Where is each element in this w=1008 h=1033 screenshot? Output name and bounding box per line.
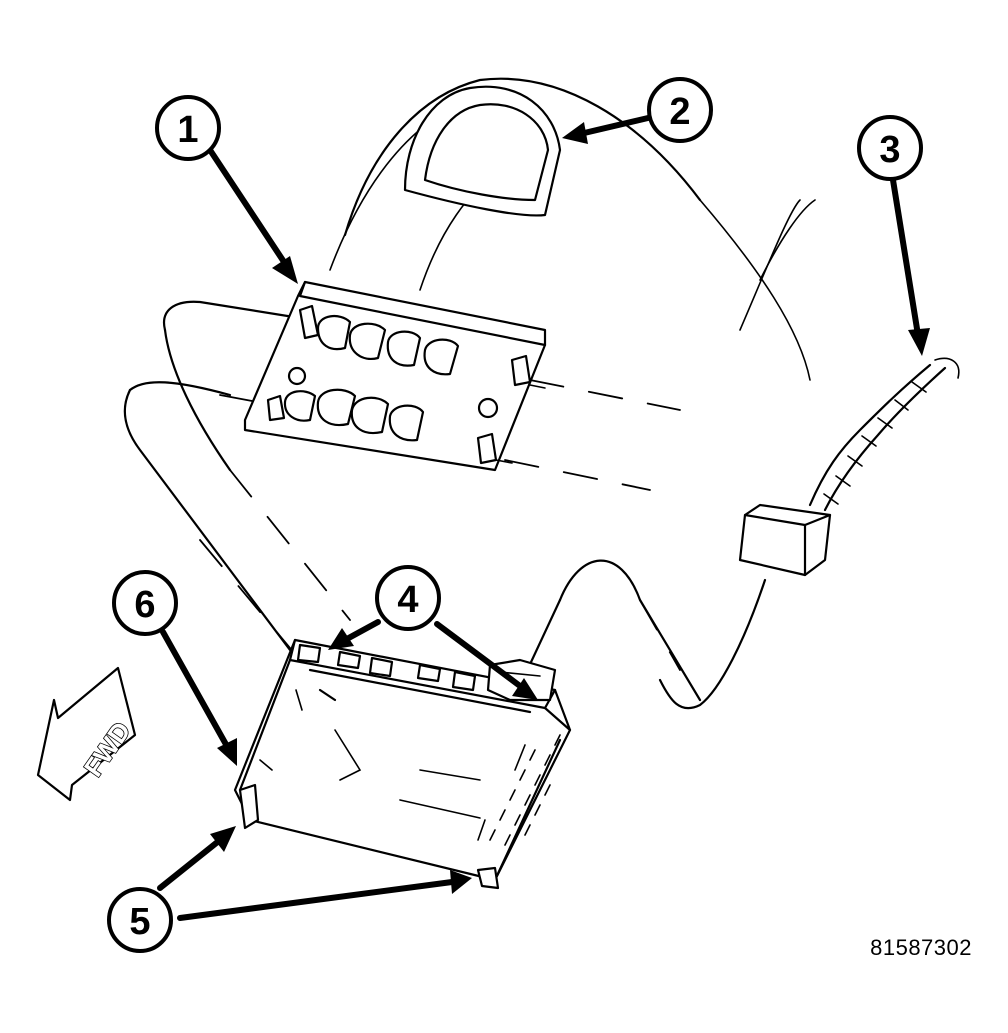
callout-3: 3 [857, 115, 923, 181]
sensor-bracket [243, 280, 547, 472]
bracket-pads-bottom-row [283, 388, 425, 442]
callout-6: 6 [112, 570, 178, 636]
wire-harness-connector [738, 357, 960, 577]
callout-6-number: 6 [134, 584, 155, 626]
figure-id-label: 81587302 [870, 935, 972, 960]
bracket-pads-top-row [316, 314, 460, 376]
fwd-arrow-icon: FWD [36, 666, 137, 802]
callout-2: 2 [647, 77, 713, 143]
callout-4-number: 4 [397, 579, 418, 621]
callout-1: 1 [155, 95, 221, 161]
seat-cover-opening [403, 85, 562, 217]
callout-4: 4 [375, 565, 441, 631]
callout-2-number: 2 [669, 91, 690, 133]
callout-5: 5 [107, 887, 173, 953]
leader-lines [157, 115, 930, 921]
callout-3-number: 3 [879, 129, 900, 171]
module-vent-dots [489, 734, 561, 846]
callout-5-number: 5 [129, 901, 150, 943]
control-module [233, 638, 572, 890]
callout-1-number: 1 [177, 109, 198, 151]
